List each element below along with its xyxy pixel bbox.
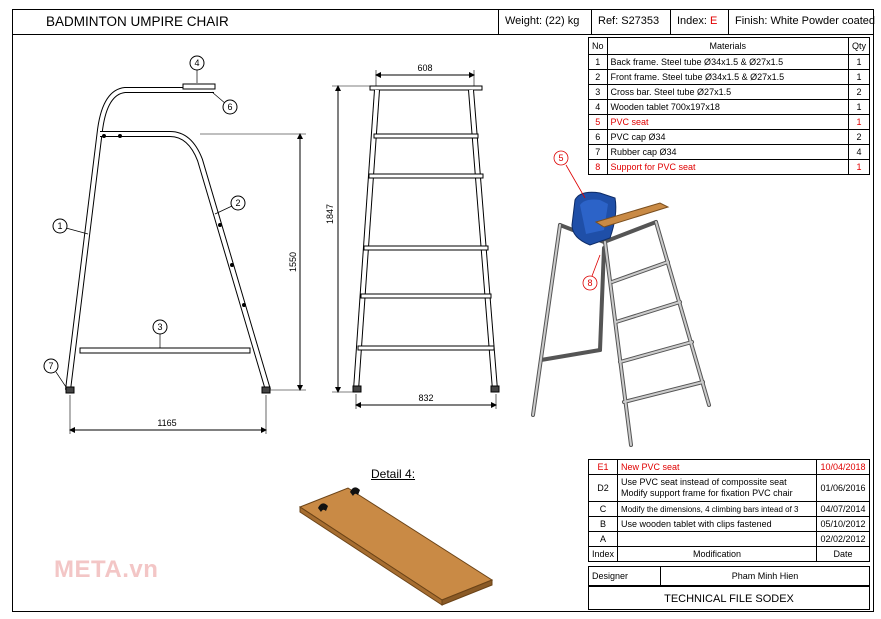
- designer-row: Designer Pham Minh Hien: [588, 566, 870, 586]
- rev-date: 10/04/2018: [816, 459, 870, 475]
- front-view-labels: 608 1847 832: [325, 63, 434, 403]
- iso-callouts: [553, 150, 601, 291]
- ref-field: Ref: S27353: [592, 9, 671, 34]
- designer-label: Designer: [589, 567, 661, 585]
- table-row: E1 New PVC seat 10/04/2018: [587, 459, 870, 475]
- revision-header-row: Index Modification Date: [587, 546, 870, 562]
- dim-side-height: 1550: [288, 252, 298, 272]
- iso-labels: 5 8: [558, 153, 592, 288]
- wooden-tablet-iso: [594, 202, 670, 228]
- callout-1: 1: [57, 221, 62, 231]
- callout-5: 5: [558, 153, 563, 163]
- rev-index: C: [587, 501, 619, 517]
- side-view-labels: 1 2 3 4 6 7 1165 1550: [48, 58, 298, 428]
- iso-view: [531, 220, 711, 447]
- side-view: [43, 55, 306, 434]
- col-date: Date: [816, 546, 870, 562]
- rev-date: 02/02/2012: [816, 531, 870, 547]
- rev-index: D2: [587, 474, 619, 502]
- table-row: B Use wooden tablet with clips fastened …: [587, 516, 870, 532]
- callout-3: 3: [157, 322, 162, 332]
- dim-front-height: 1847: [325, 204, 335, 224]
- callout-8: 8: [587, 278, 592, 288]
- iso-view-inner: [532, 221, 710, 446]
- watermark-logo: META.vn: [54, 556, 159, 583]
- rev-date: 05/10/2012: [816, 516, 870, 532]
- rev-date: 01/06/2016: [816, 474, 870, 502]
- title-block-header: BADMINTON UMPIRE CHAIR Weight: (22) kg R…: [12, 9, 876, 35]
- front-view: [332, 70, 500, 409]
- rev-text: Use PVC seat instead of compossite seat …: [617, 474, 817, 502]
- rev-text: [617, 531, 817, 547]
- detail-tablet: [298, 487, 494, 606]
- callout-4: 4: [194, 58, 199, 68]
- rev-index: B: [587, 516, 619, 532]
- designer-name: Pham Minh Hien: [731, 571, 799, 581]
- revision-table: E1 New PVC seat 10/04/2018 D2 Use PVC se…: [587, 459, 870, 562]
- finish-field: Finish: White Powder coated: [735, 15, 876, 27]
- callout-2: 2: [235, 198, 240, 208]
- callout-7: 7: [48, 361, 53, 371]
- rev-text: Use wooden tablet with clips fastened: [617, 516, 817, 532]
- index-field: Index: E: [671, 9, 729, 34]
- col-index: Index: [587, 546, 619, 562]
- table-row: D2 Use PVC seat instead of compossite se…: [587, 474, 870, 502]
- row-qty: 1: [847, 159, 871, 175]
- table-row: A 02/02/2012: [587, 531, 870, 547]
- dim-side-width: 1165: [157, 418, 176, 428]
- drawing-frame: [12, 9, 874, 612]
- dim-front-top: 608: [417, 63, 432, 73]
- rev-text: New PVC seat: [617, 459, 817, 475]
- rev-index: E1: [587, 459, 619, 475]
- row-material: Support for PVC seat: [606, 159, 849, 175]
- footer-label: TECHNICAL FILE SODEX: [588, 586, 870, 610]
- drawing-title: BADMINTON UMPIRE CHAIR: [12, 9, 499, 34]
- index-value: E: [710, 15, 718, 27]
- callout-6: 6: [227, 102, 232, 112]
- detail-label: Detail 4:: [371, 467, 416, 481]
- rev-date: 04/07/2014: [816, 501, 870, 517]
- rev-index: A: [587, 531, 619, 547]
- index-label: Index:: [677, 15, 711, 27]
- weight-field: Weight: (22) kg: [499, 9, 592, 34]
- row-qty: 1: [847, 54, 871, 70]
- rev-text: Modify the dimensions, 4 climbing bars i…: [617, 501, 817, 517]
- table-row: C Modify the dimensions, 4 climbing bars…: [587, 501, 870, 517]
- col-modification: Modification: [617, 546, 817, 562]
- dim-front-bottom: 832: [418, 393, 433, 403]
